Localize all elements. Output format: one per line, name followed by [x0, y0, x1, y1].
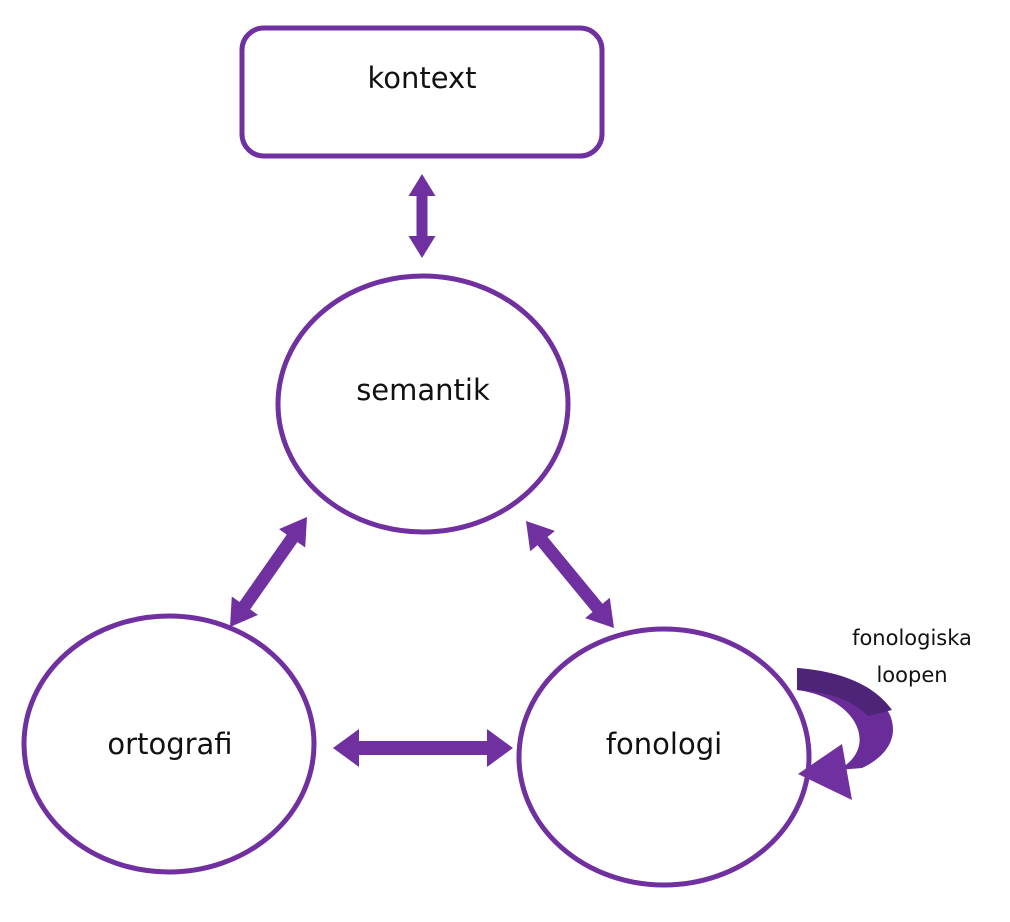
orthography-circle [21, 613, 317, 875]
semantics-circle [275, 273, 571, 535]
loop-label-line1: fonologiska [852, 626, 972, 650]
arrow-semantics-phonology [526, 521, 614, 628]
loop-label-line2: loopen [876, 663, 947, 687]
loop-band-shade [797, 668, 892, 716]
arrow-semantics-orthography [230, 517, 307, 627]
context-label: kontext [367, 61, 476, 95]
loop-arrowhead [798, 744, 852, 800]
arrow-orthography-phonology [333, 729, 513, 767]
context-box [239, 25, 605, 159]
arrow-context-semantics [408, 174, 436, 258]
connection-arrows [230, 174, 614, 767]
orthography-label: ortografi [107, 727, 232, 761]
phonological-loop-arrow [797, 668, 893, 800]
phonology-circle [516, 626, 812, 888]
phonology-label: fonologi [606, 727, 722, 761]
semantics-label: semantik [356, 373, 490, 407]
